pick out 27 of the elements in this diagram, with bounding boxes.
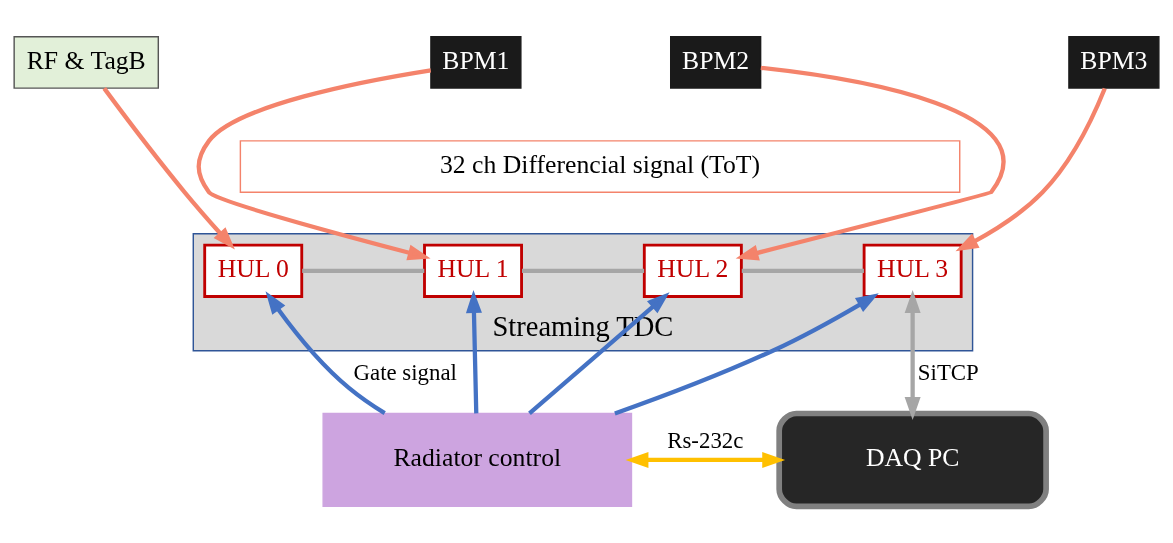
arrow [265, 291, 386, 415]
node-box: BPM3 [1068, 36, 1160, 89]
arrow [735, 65, 1005, 261]
arrow [955, 87, 1107, 252]
arrow [465, 290, 482, 414]
connector [302, 268, 425, 273]
arrow [625, 451, 786, 468]
edge-label: Rs-232c [667, 428, 744, 454]
node-box: Radiator control [322, 412, 633, 507]
node-box: 32 ch Differencial signal (ToT) [239, 140, 961, 193]
arrow [904, 290, 921, 420]
arrow [614, 293, 879, 416]
connector [741, 268, 864, 273]
node-box: HUL 2 [642, 243, 743, 298]
arrow [196, 68, 432, 261]
node-box: BPM2 [670, 36, 762, 89]
node-box: DAQ PC [776, 410, 1049, 510]
node-box: BPM1 [430, 36, 522, 89]
connector [521, 268, 645, 273]
arrow [102, 87, 235, 250]
edge-label: Gate signal [353, 360, 457, 386]
edge-label: SiTCP [917, 360, 979, 386]
node-box: HUL 3 [862, 243, 963, 298]
node-box: HUL 0 [203, 243, 304, 298]
arrow [528, 292, 670, 415]
node-box: RF & TagB [13, 36, 160, 89]
node-box: HUL 1 [423, 243, 523, 298]
